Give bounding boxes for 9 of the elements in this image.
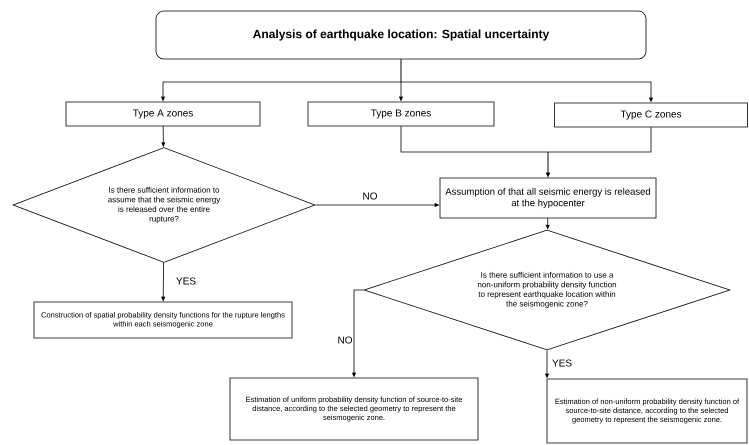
edge-label: YES: [175, 276, 197, 286]
edge-label: NO: [362, 191, 378, 201]
edge-label: NO: [336, 335, 354, 345]
process-box: Assumption of that all seismic energy is released at the hypocenter: [440, 178, 656, 218]
process-box: Type B zones: [308, 102, 494, 126]
edge-label: YES: [551, 358, 573, 368]
process-box: Type C zones: [554, 102, 748, 128]
process-box: Type A zones: [66, 102, 260, 126]
title-box: Analysis of earthquake location: Spatial uncertainty: [156, 10, 646, 60]
